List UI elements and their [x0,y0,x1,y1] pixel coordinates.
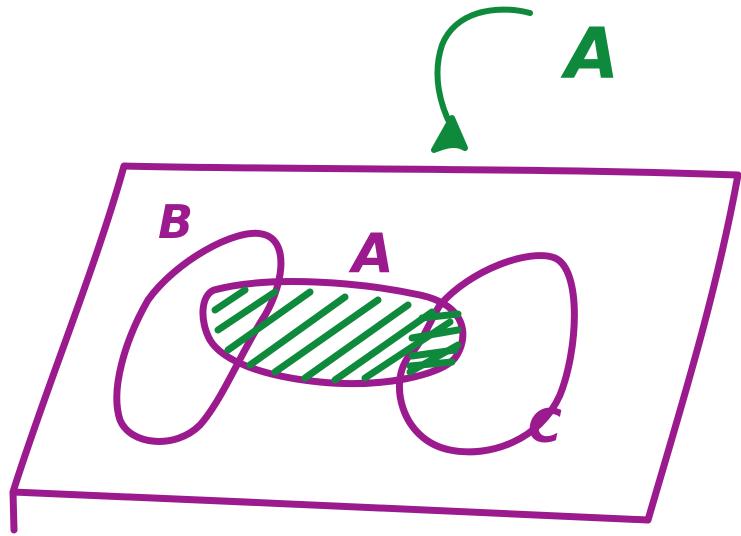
hatch-stroke [246,293,349,369]
hatch-stroke [418,310,462,322]
arrow-head [431,115,468,153]
hatch-stroke [224,288,314,354]
hatch-stroke [408,346,459,360]
arrow-shaft [434,6,533,131]
set-a-label-inside: A [348,222,394,285]
universal-set-plane [9,162,741,534]
hatch-stroke [408,326,462,342]
hatch-stroke [214,288,279,334]
set-a-label-top: A [560,13,619,95]
curved-arrow-icon [431,6,533,153]
set-b-label: B [158,195,193,249]
set-a-outline [199,278,467,388]
set-b-outline [113,229,285,445]
hatch-stroke [331,308,436,384]
set-c-outline [395,252,578,456]
set-a-hatching [211,286,462,384]
hatch-stroke [301,301,412,382]
hatch-stroke [271,296,382,376]
hatch-stroke [406,358,456,370]
hatch-stroke [211,286,249,314]
set-c-label: C [528,399,562,453]
